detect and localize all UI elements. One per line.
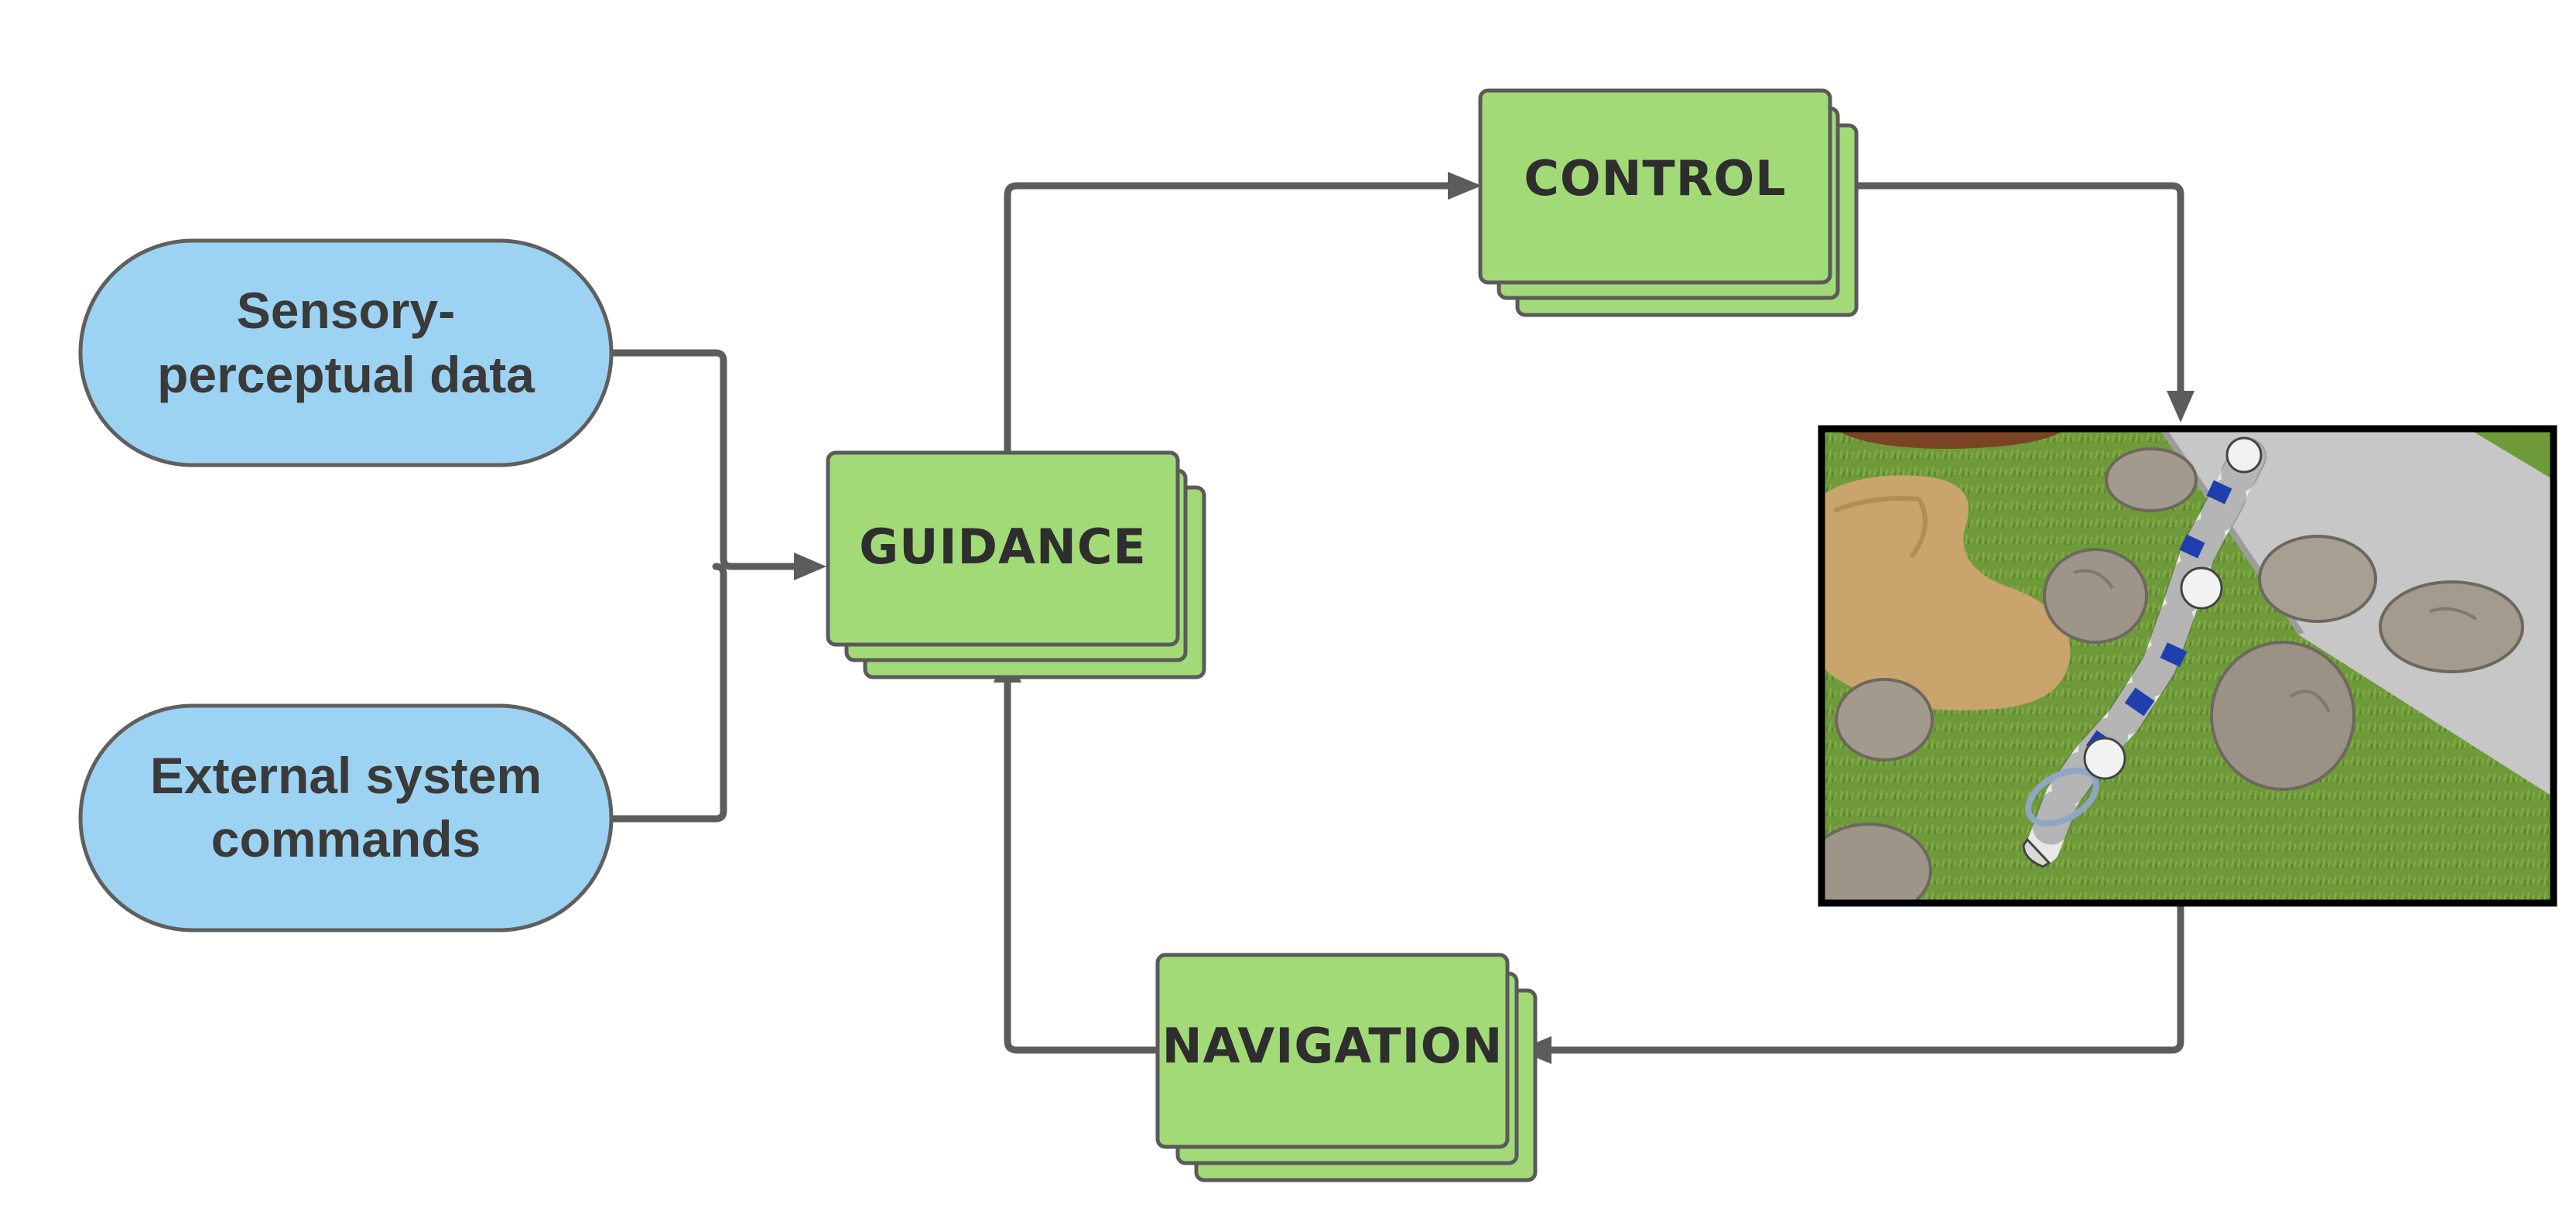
tree-trunk xyxy=(1834,429,2066,449)
guidance-block: GUIDANCE xyxy=(826,450,1206,679)
navigation-label: NAVIGATION xyxy=(1162,1018,1504,1074)
external-label-line2: commands xyxy=(211,810,481,867)
simulation-frame xyxy=(1818,425,2557,907)
arrowhead-into-control xyxy=(1448,172,1482,200)
connector-sensory-to-merge xyxy=(607,349,801,570)
connector-control-to-system xyxy=(1834,182,2184,399)
dirt-patch xyxy=(1822,475,2071,710)
external-system-commands-terminal: External system commands xyxy=(78,703,614,932)
snake-robot xyxy=(2022,436,2266,868)
connector-system-to-navigation xyxy=(1548,903,2184,1054)
snake-robot-simulation-image xyxy=(1818,425,2557,907)
external-label-line1: External system xyxy=(150,747,542,804)
sensory-label-line2: perceptual data xyxy=(157,346,535,403)
arrowhead-into-system xyxy=(2167,391,2195,423)
paved-path xyxy=(2159,429,2554,797)
connector-external-to-merge xyxy=(607,563,727,823)
arrowhead-into-guidance xyxy=(794,553,826,580)
sensory-label-line1: Sensory- xyxy=(237,282,455,339)
connector-guidance-to-control xyxy=(1004,182,1455,457)
sensory-perceptual-data-terminal: Sensory- perceptual data xyxy=(78,238,614,467)
navigation-block: NAVIGATION xyxy=(1155,953,1538,1182)
control-label: CONTROL xyxy=(1524,150,1786,207)
control-block: CONTROL xyxy=(1478,88,1859,317)
rocks xyxy=(1822,447,2524,903)
connector-navigation-to-guidance xyxy=(1004,677,1161,1054)
guidance-label: GUIDANCE xyxy=(859,518,1147,575)
